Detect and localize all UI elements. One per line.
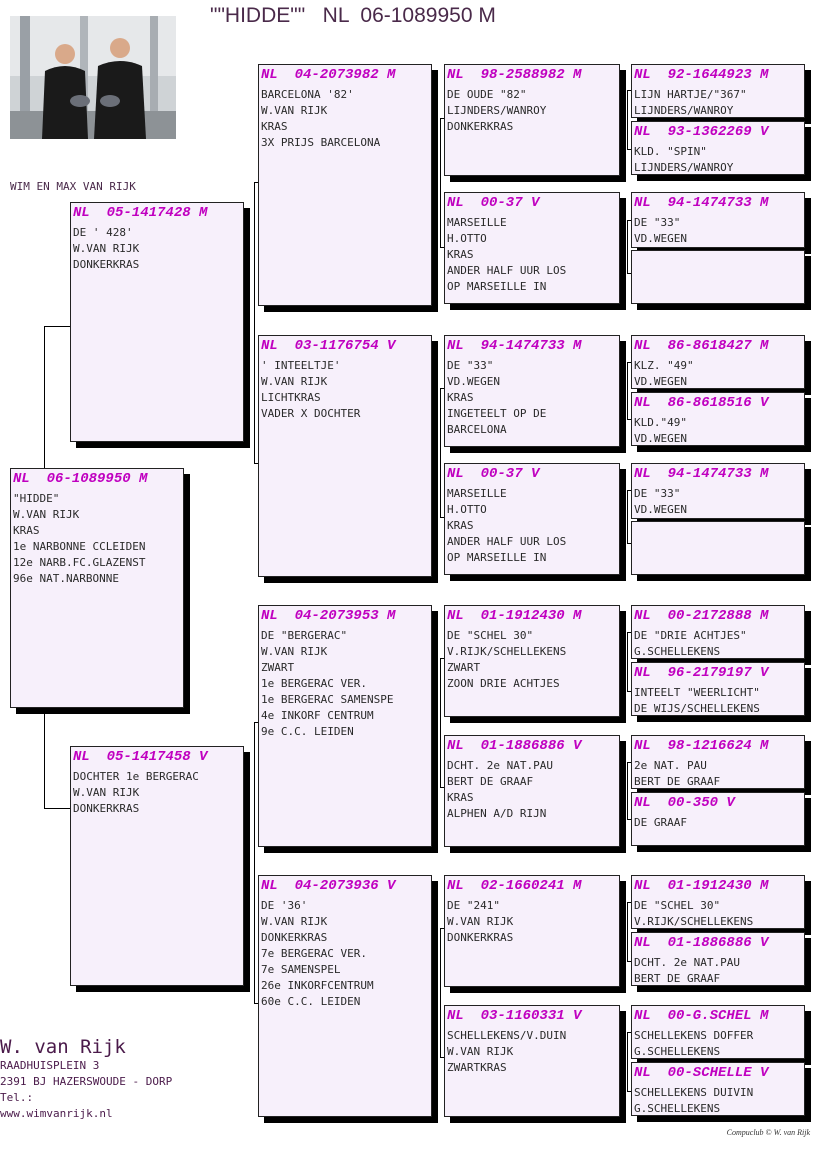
pedigree-card-gen4: NL 98-1216624 M 2e NAT. PAU BERT DE GRAA… [631, 735, 805, 789]
owners-label: WIM EN MAX VAN RIJK [10, 180, 136, 193]
ring-number: NL 03-1160331 V [447, 1008, 582, 1024]
ring-number: NL 94-1474733 M [634, 195, 769, 211]
connector [627, 490, 633, 544]
ring-number: NL 04-2073936 V [261, 878, 396, 894]
pedigree-card-mother: NL 05-1417458 V DOCHTER 1e BERGERAC W.VA… [70, 746, 244, 986]
pedigree-card-gen4: NL 01-1912430 M DE "SCHEL 30" V.RIJK/SCH… [631, 875, 805, 929]
ring-number: NL 05-1417428 M [73, 205, 208, 221]
ring-number: NL 94-1474733 M [447, 338, 582, 354]
pedigree-card-gen4: NL 00-G.SCHEL M SCHELLEKENS DOFFER G.SCH… [631, 1005, 805, 1059]
ring-number: NL 00-2172888 M [634, 608, 769, 624]
pedigree-card-gen3: NL 03-1160331 V SCHELLEKENS/V.DUIN W.VAN… [444, 1005, 620, 1117]
pedigree-card-gen4: NL 01-1886886 V DCHT. 2e NAT.PAU BERT DE… [631, 932, 805, 986]
ring-number: NL 01-1886886 V [634, 935, 769, 951]
pedigree-card-gen3: NL 01-1886886 V DCHT. 2e NAT.PAU BERT DE… [444, 735, 620, 847]
pedigree-card-gen4: NL 93-1362269 V KLD. "SPIN" LIJNDERS/WAN… [631, 121, 805, 175]
pedigree-card-gen4: NL 86-8618427 M KLZ. "49" VD.WEGEN [631, 335, 805, 389]
ring-number: NL 00-G.SCHEL M [634, 1008, 769, 1024]
owners-photo [10, 16, 176, 139]
connector [627, 220, 633, 274]
pedigree-card-gen4: NL 00-2172888 M DE "DRIE ACHTJES" G.SCHE… [631, 605, 805, 659]
connector [440, 388, 446, 518]
pedigree-card-subject: NL 06-1089950 M "HIDDE" W.VAN RIJK KRAS … [10, 468, 184, 708]
pedigree-card-gen3: NL 00-37 V MARSEILLE H.OTTO KRAS ANDER H… [444, 463, 620, 575]
connector [627, 902, 633, 962]
ring-number: NL 98-2588982 M [447, 67, 582, 83]
pedigree-card-gen3: NL 94-1474733 M DE "33" VD.WEGEN KRAS IN… [444, 335, 620, 447]
breeder-info: W. van Rijk RAADHUISPLEIN 3 2391 BJ HAZE… [0, 1036, 172, 1122]
copyright-note: Compuclub © W. van Rijk [726, 1128, 810, 1137]
ring-number: NL 93-1362269 V [634, 124, 769, 140]
breeder-name: W. van Rijk [0, 1036, 126, 1058]
ring-number: NL 03-1176754 V [261, 338, 396, 354]
pedigree-card-gen3: NL 02-1660241 M DE "241" W.VAN RIJK DONK… [444, 875, 620, 987]
ring-number: NL 00-37 V [447, 195, 540, 211]
connector [627, 762, 633, 820]
ring-number: NL 04-2073953 M [261, 608, 396, 624]
pedigree-card-gen4-empty [631, 521, 805, 575]
pedigree-card-gen4: NL 96-2179197 V INTEELT "WEERLICHT" DE W… [631, 662, 805, 716]
ring-number: NL 00-37 V [447, 466, 540, 482]
connector [627, 632, 633, 692]
pedigree-card-father: NL 05-1417428 M DE ' 428' W.VAN RIJK DON… [70, 202, 244, 442]
connector [254, 182, 260, 464]
ring-number: NL 98-1216624 M [634, 738, 769, 754]
connector [627, 1032, 633, 1092]
ring-number: NL 04-2073982 M [261, 67, 396, 83]
pedigree-card-gen3: NL 00-37 V MARSEILLE H.OTTO KRAS ANDER H… [444, 192, 620, 304]
ring-number: NL 01-1912430 M [447, 608, 582, 624]
connector [440, 928, 446, 1058]
connector [254, 722, 260, 1004]
breeder-website-link[interactable]: www.wimvanrijk.nl [0, 1107, 113, 1120]
pedigree-card-gen2: NL 03-1176754 V ' INTEELTJE' W.VAN RIJK … [258, 335, 432, 577]
ring-number: NL 02-1660241 M [447, 878, 582, 894]
connector [627, 90, 633, 150]
ring-number: NL 86-8618427 M [634, 338, 769, 354]
pedigree-card-gen4: NL 00-SCHELLE V SCHELLEKENS DUIVIN G.SCH… [631, 1062, 805, 1116]
connector [44, 708, 71, 809]
connector [627, 362, 633, 420]
pedigree-card-gen2: NL 04-2073982 M BARCELONA '82' W.VAN RIJ… [258, 64, 432, 306]
pedigree-card-gen2: NL 04-2073953 M DE "BERGERAC" W.VAN RIJK… [258, 605, 432, 847]
pedigree-card-gen3: NL 01-1912430 M DE "SCHEL 30" V.RIJK/SCH… [444, 605, 620, 717]
ring-number: NL 05-1417458 V [73, 749, 208, 765]
ring-number: NL 01-1912430 M [634, 878, 769, 894]
ring-number: NL 86-8618516 V [634, 395, 769, 411]
connector [440, 658, 446, 788]
pedigree-card-gen4-empty [631, 250, 805, 304]
pedigree-card-gen4: NL 00-350 V DE GRAAF [631, 792, 805, 846]
pedigree-card-gen4: NL 86-8618516 V KLD."49" VD.WEGEN [631, 392, 805, 446]
ring-number: NL 00-350 V [634, 795, 735, 811]
connector [440, 118, 446, 248]
connector [44, 326, 71, 469]
pedigree-card-gen4: NL 92-1644923 M LIJN HARTJE/"367" LIJNDE… [631, 64, 805, 118]
breeder-city: 2391 BJ HAZERSWOUDE - DORP [0, 1075, 173, 1088]
breeder-tel: Tel.: [0, 1091, 34, 1104]
ring-number: NL 00-SCHELLE V [634, 1065, 769, 1081]
pedigree-card-gen2: NL 04-2073936 V DE '36' W.VAN RIJK DONKE… [258, 875, 432, 1117]
pedigree-card-gen4: NL 94-1474733 M DE "33" VD.WEGEN [631, 463, 805, 519]
ring-number: NL 01-1886886 V [447, 738, 582, 754]
ring-number: NL 92-1644923 M [634, 67, 769, 83]
ring-number: NL 06-1089950 M [13, 471, 148, 487]
pedigree-card-gen4: NL 94-1474733 M DE "33" VD.WEGEN [631, 192, 805, 248]
pedigree-card-gen3: NL 98-2588982 M DE OUDE "82" LIJNDERS/WA… [444, 64, 620, 176]
breeder-address: RAADHUISPLEIN 3 [0, 1059, 100, 1072]
ring-number: NL 96-2179197 V [634, 665, 769, 681]
ring-number: NL 94-1474733 M [634, 466, 769, 482]
page-title: ""HIDDE"" NL 06-1089950 M [210, 4, 496, 27]
